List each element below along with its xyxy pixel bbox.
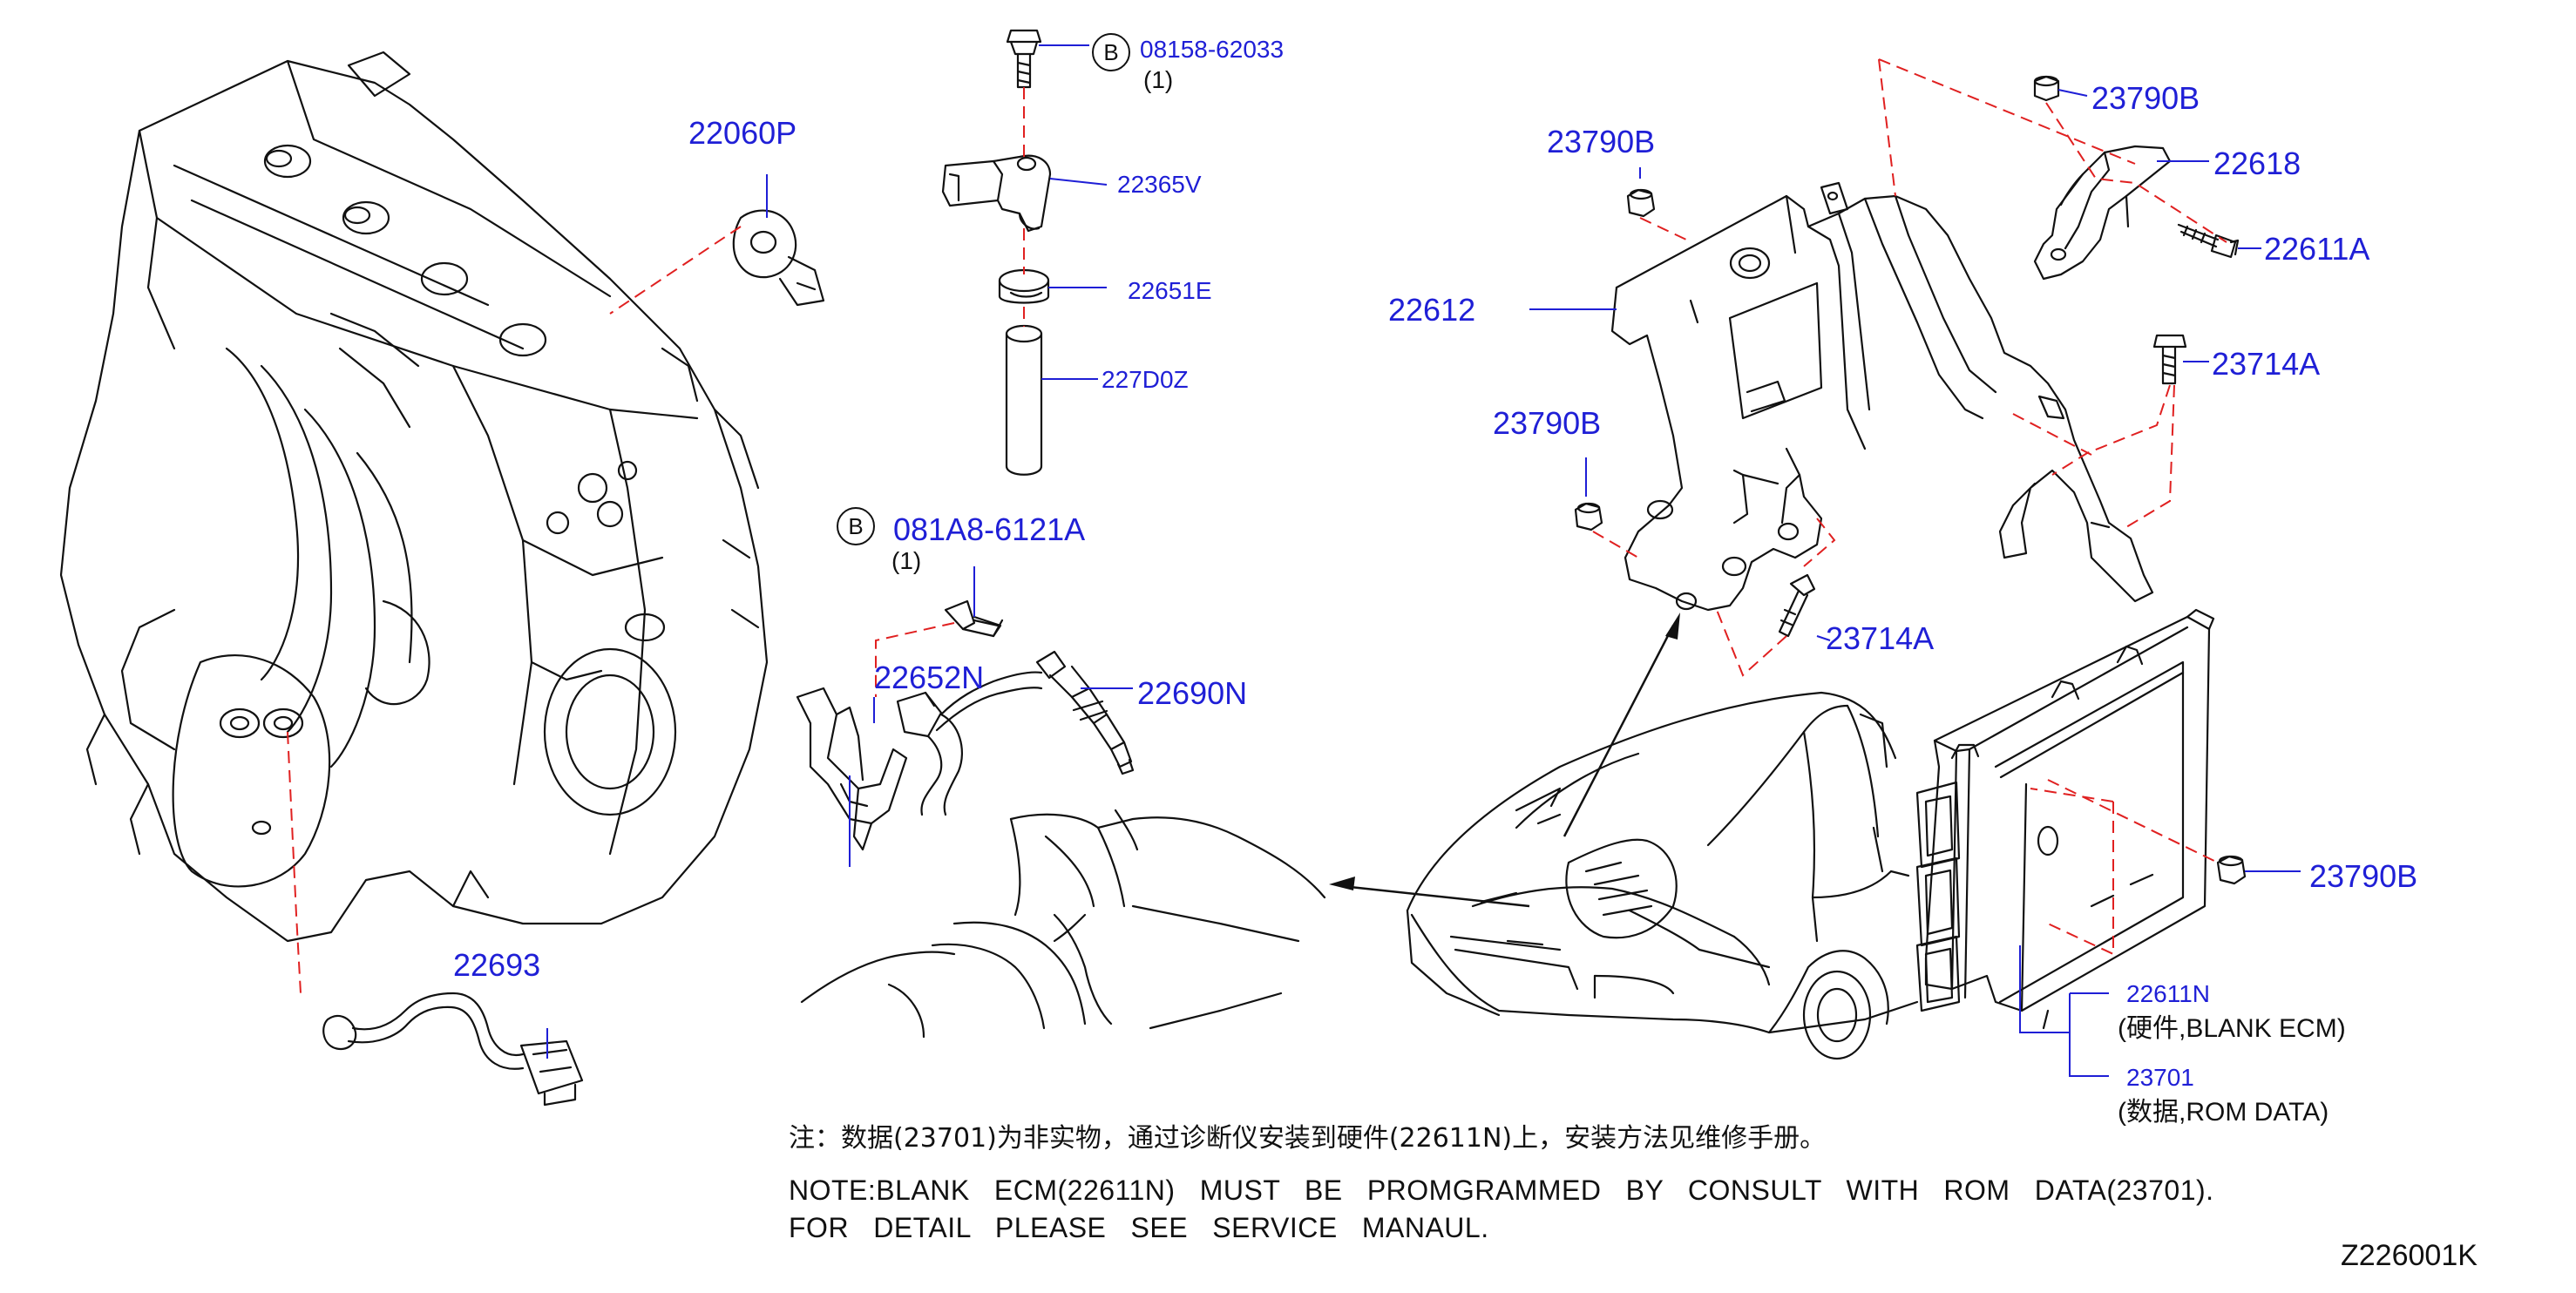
oring-22651E-drawing: [998, 268, 1050, 304]
part-22611A-label[interactable]: 22611A: [2264, 231, 2370, 267]
engine-assembly-drawing: [59, 51, 769, 943]
part-23790B-label-3[interactable]: 23790B: [2091, 80, 2200, 116]
tube-227D0Z-drawing: [1005, 324, 1043, 476]
bolt-23714A-right-drawing: [2152, 334, 2187, 385]
part-22611N-description: (硬件,BLANK ECM): [2118, 1014, 2346, 1043]
part-23701-description: (数据,ROM DATA): [2118, 1098, 2329, 1127]
nut-23790B-right-drawing: [2216, 855, 2247, 885]
bolt-23714A-mid-drawing: [1778, 573, 1816, 638]
nut-23790B-mid-drawing: [1574, 502, 1603, 531]
car-drawing: [1406, 691, 1919, 1060]
o2-sensor-22690N-drawing: [896, 650, 1135, 816]
ecm-22611N-drawing: [1915, 608, 2215, 1030]
note-english-line-1: NOTE:BLANK ECM(22611N) MUST BE PROMGRAMM…: [789, 1175, 2214, 1206]
part-23714A-label-2[interactable]: 23714A: [1826, 620, 1935, 656]
part-22060P-label[interactable]: 22060P: [688, 115, 797, 151]
part-23714A-label-1[interactable]: 23714A: [2212, 346, 2321, 382]
bracket-22652N-drawing: [796, 687, 908, 851]
knock-sensor-drawing: [732, 209, 825, 307]
part-22612-label[interactable]: 22612: [1388, 292, 1476, 328]
part-081A8-qty: (1): [891, 547, 922, 574]
part-08158-qty: (1): [1143, 66, 1174, 93]
part-23790B-label-4[interactable]: 23790B: [2309, 858, 2418, 894]
bolt-22611A-drawing: [2177, 223, 2240, 259]
part-22365V-label[interactable]: 22365V: [1117, 171, 1202, 198]
note-english-line-2: FOR DETAIL PLEASE SEE SERVICE MANAUL.: [789, 1212, 1489, 1243]
bolt-08158-drawing: [1006, 29, 1042, 89]
part-22611N-label[interactable]: 22611N: [2126, 980, 2211, 1007]
part-23790B-label-1[interactable]: 23790B: [1547, 124, 1656, 159]
part-23701-label[interactable]: 23701: [2126, 1064, 2194, 1091]
diagram-id: Z226001K: [2341, 1239, 2478, 1272]
bolt-081A8-drawing: [944, 599, 1004, 638]
part-22652N-label[interactable]: 22652N: [874, 660, 985, 695]
badge-b-2: B: [837, 507, 875, 545]
part-081A8-label[interactable]: 081A8-6121A: [893, 511, 1086, 547]
nut-23790B-left-drawing: [1626, 188, 1656, 218]
sensor-22365V-drawing: [941, 154, 1052, 233]
nut-23790B-top-drawing: [2033, 75, 2060, 102]
part-22651E-label[interactable]: 22651E: [1128, 277, 1212, 304]
part-22618-label[interactable]: 22618: [2213, 146, 2301, 181]
note-chinese: 注：数据(23701)为非实物，通过诊断仪安装到硬件(22611N)上，安装方法…: [789, 1123, 1827, 1154]
part-227D0Z-label[interactable]: 227D0Z: [1102, 366, 1189, 393]
badge-b-1: B: [1092, 33, 1130, 71]
bracket-22618-drawing: [2033, 145, 2172, 281]
sensor-harness-22693-drawing: [322, 992, 584, 1107]
part-08158-label[interactable]: 08158-62033: [1140, 36, 1285, 63]
part-23790B-label-2[interactable]: 23790B: [1493, 405, 1602, 441]
part-22693-label[interactable]: 22693: [453, 947, 541, 983]
bracket-22612-drawing: [1610, 181, 2154, 612]
exhaust-pipe-drawing: [800, 809, 1326, 1039]
part-22690N-label[interactable]: 22690N: [1137, 675, 1248, 711]
